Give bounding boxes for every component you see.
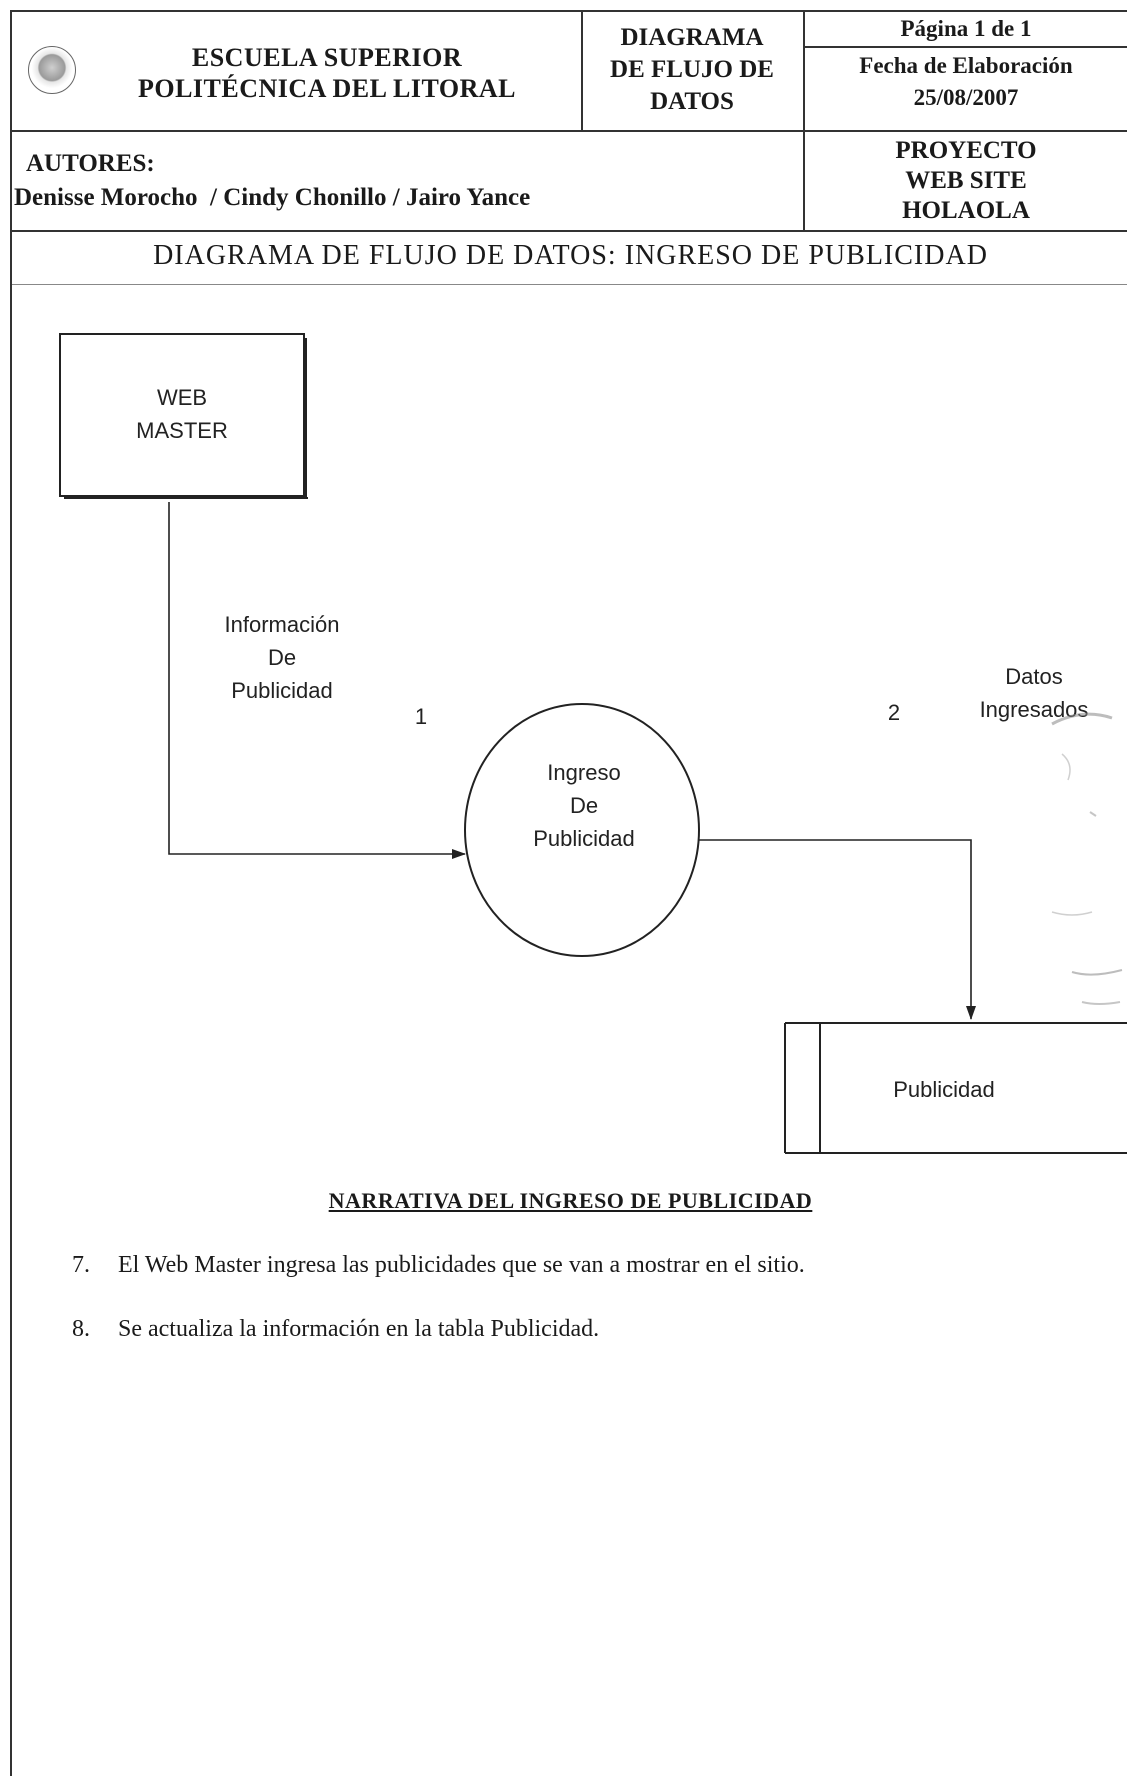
- process-ingreso-de-publicidad: Ingreso De Publicidad: [464, 703, 700, 957]
- flow2-label-line1: Datos: [1005, 664, 1062, 689]
- project-line3: HOLAOLA: [902, 197, 1030, 224]
- flow2-label-line2: Ingresados: [980, 697, 1089, 722]
- data-flow-1: Información De Publicidad 1: [168, 502, 466, 859]
- header-row-1: ESCUELA SUPERIOR POLITÉCNICA DEL LITORAL…: [12, 12, 1127, 132]
- process-label-line3: Publicidad: [533, 826, 635, 851]
- narrative-item-number: 7.: [72, 1252, 90, 1278]
- library-stamp-watermark: [1051, 712, 1123, 1005]
- header-row-2: AUTORES: Denisse Morocho / Cindy Chonill…: [12, 130, 1127, 232]
- institution-name: ESCUELA SUPERIOR POLITÉCNICA DEL LITORAL: [82, 42, 572, 104]
- data-flow-diagram: WEB MASTER Información De Publicidad 1 I…: [59, 333, 1127, 1154]
- data-store-label: Publicidad: [893, 1077, 995, 1102]
- flow1-label-line2: De: [268, 645, 296, 670]
- page-number: Página 1 de 1: [803, 12, 1127, 48]
- header-row-3: DIAGRAMA DE FLUJO DE DATOS: INGRESO DE P…: [12, 230, 1127, 285]
- institution-seal-icon: [28, 46, 76, 94]
- entity-label-line1: WEB: [157, 385, 207, 410]
- flow1-label-line3: Publicidad: [231, 678, 333, 703]
- narrative-item-text: El Web Master ingresa las publicidades q…: [118, 1252, 805, 1278]
- data-store-publicidad: Publicidad: [784, 1022, 1127, 1154]
- entity-label-line2: MASTER: [136, 418, 228, 443]
- narrative-item-text: Se actualiza la información en la tabla …: [118, 1316, 600, 1342]
- flow2-number: 2: [888, 700, 900, 725]
- project-line2: WEB SITE: [905, 167, 1027, 194]
- process-label-line1: Ingreso: [547, 760, 620, 785]
- narrative-item: 7. El Web Master ingresa las publicidade…: [72, 1252, 1112, 1286]
- authors-cell: AUTORES: Denisse Morocho / Cindy Chonill…: [12, 130, 805, 230]
- narrative-list: 7. El Web Master ingresa las publicidade…: [72, 1252, 1112, 1380]
- document-type-line1: DIAGRAMA: [620, 24, 764, 51]
- document-page: ESCUELA SUPERIOR POLITÉCNICA DEL LITORAL…: [10, 10, 1127, 1776]
- narrative-item-number: 8.: [72, 1316, 90, 1342]
- flow1-number: 1: [415, 704, 427, 729]
- data-flow-2: 2 Datos Ingresados: [699, 664, 1089, 1020]
- document-type-line3: DATOS: [650, 88, 734, 115]
- narrative-title: NARRATIVA DEL INGRESO DE PUBLICIDAD: [328, 1188, 813, 1213]
- authors-label: AUTORES:: [26, 150, 155, 177]
- document-type-cell: DIAGRAMA DE FLUJO DE DATOS: [581, 12, 805, 130]
- date-block: Fecha de Elaboración 25/08/2007: [803, 50, 1127, 114]
- institution-name-line2: POLITÉCNICA DEL LITORAL: [137, 74, 516, 103]
- date-label: Fecha de Elaboración: [859, 53, 1073, 78]
- project-line1: PROYECTO: [895, 137, 1037, 164]
- section-title: DIAGRAMA DE FLUJO DE DATOS: INGRESO DE P…: [153, 240, 988, 271]
- document-type: DIAGRAMA DE FLUJO DE DATOS: [581, 22, 803, 118]
- date-value: 25/08/2007: [913, 85, 1019, 110]
- document-type-line2: DE FLUJO DE: [610, 56, 774, 83]
- narrative-item: 8. Se actualiza la información en la tab…: [72, 1316, 1112, 1350]
- process-label-line2: De: [570, 793, 598, 818]
- page-info-cell: Página 1 de 1 Fecha de Elaboración 25/08…: [803, 12, 1127, 130]
- flow1-label-line1: Información: [225, 612, 340, 637]
- institution-name-line1: ESCUELA SUPERIOR: [191, 43, 463, 72]
- authors-names: Denisse Morocho / Cindy Chonillo / Jairo…: [14, 184, 531, 211]
- project-name: PROYECTO WEB SITE HOLAOLA: [803, 136, 1127, 226]
- institution-cell: ESCUELA SUPERIOR POLITÉCNICA DEL LITORAL: [12, 12, 583, 130]
- external-entity-web-master: WEB MASTER: [59, 333, 308, 499]
